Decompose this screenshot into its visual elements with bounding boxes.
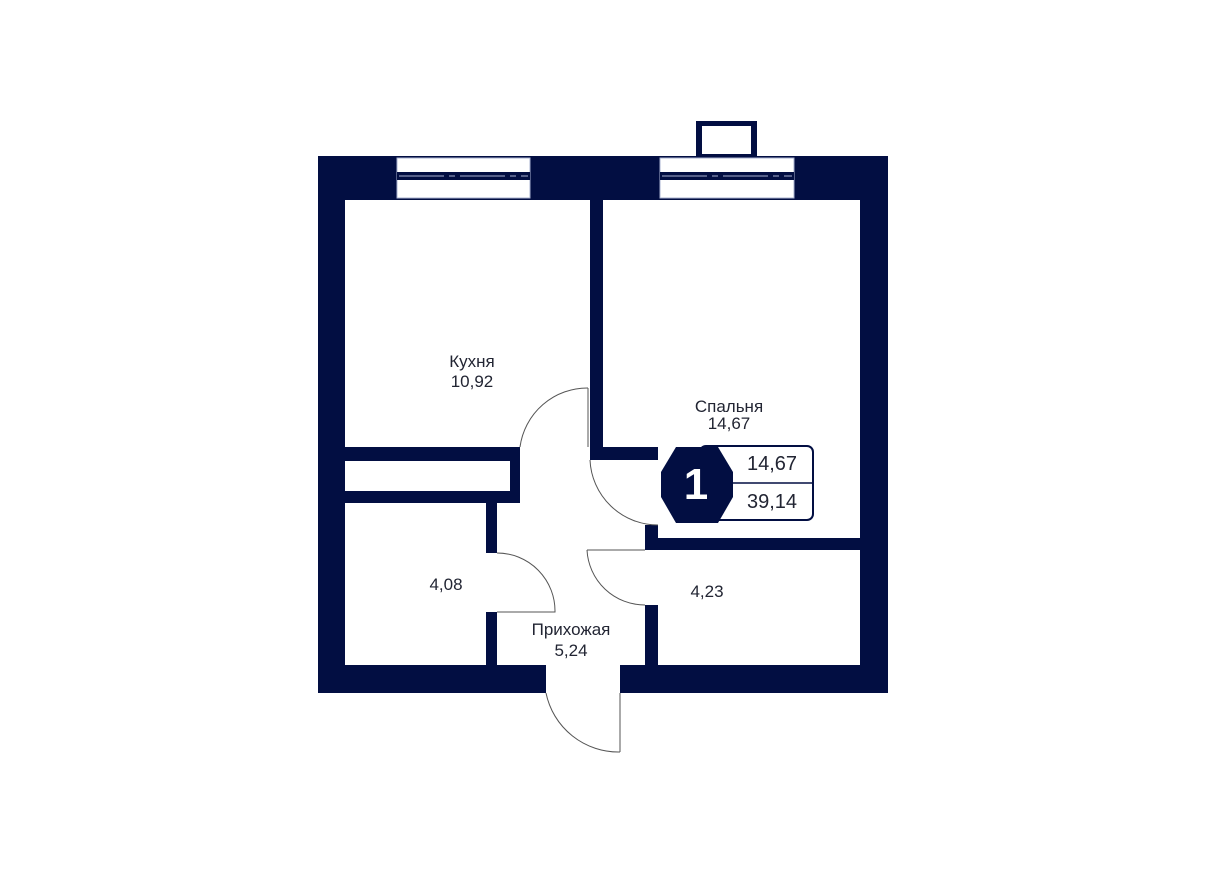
hexagon-icon [661, 447, 733, 523]
rooms-count: 1 [683, 460, 709, 509]
doors [496, 387, 659, 753]
room-label-bedroom: Спальня 14,67 [695, 398, 763, 432]
window-bedroom [659, 157, 795, 199]
room-name: Прихожая [531, 620, 611, 639]
total-area: 39,14 [746, 491, 798, 513]
room-area: 4,23 [690, 582, 724, 601]
room-area: 4,08 [429, 575, 463, 594]
room-label-bathroom: 4,08 [429, 575, 462, 595]
apartment-badge [661, 445, 814, 523]
room-name: Спальня [694, 397, 764, 416]
room-label-storage: 4,23 [690, 582, 723, 602]
room-area: 14,67 [707, 414, 751, 433]
living-area: 14,67 [746, 453, 798, 475]
balcony [702, 126, 751, 154]
room-label-hallway: Прихожая 5,24 [532, 619, 611, 661]
room-label-kitchen: Кухня 10,92 [449, 352, 495, 392]
window-kitchen [396, 157, 531, 199]
room-area: 10,92 [450, 372, 494, 391]
room-area: 5,24 [554, 641, 588, 660]
room-name: Кухня [449, 352, 495, 371]
walls [318, 121, 888, 693]
